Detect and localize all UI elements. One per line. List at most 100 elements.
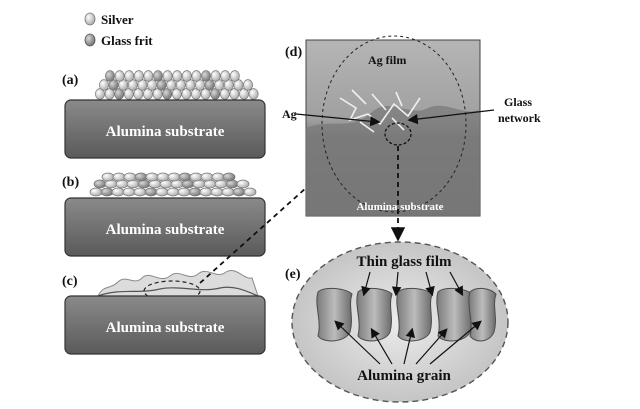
panel-d-ag-film-label: Ag film — [368, 53, 406, 67]
silver-particle — [122, 187, 136, 197]
glass-frit-particle — [201, 70, 211, 82]
silver-particle — [229, 70, 240, 82]
panel-a-substrate — [64, 99, 266, 159]
silver-particle — [181, 70, 192, 82]
panel-c-sintered-film — [97, 270, 259, 297]
silver-particle — [236, 179, 250, 189]
panel-d-interface — [306, 105, 480, 216]
panel-b: (b) Alumina substrate — [62, 172, 266, 257]
silver-particle — [133, 70, 144, 82]
panel-d-glass-label-line2: network — [498, 111, 541, 125]
panel-c: (c) Alumina substrate — [62, 270, 266, 355]
alumina-grain — [436, 287, 473, 342]
glass-frit-particle — [134, 172, 148, 182]
panel-b-substrate — [64, 197, 266, 257]
silver-particle — [111, 187, 125, 197]
glass-frit-particle — [232, 187, 246, 197]
thin-glass-film-pointer — [425, 271, 435, 297]
alumina-grain-pointer — [403, 327, 416, 365]
alumina-grain-pointer — [334, 320, 381, 365]
silver-particle — [123, 172, 137, 182]
glass-frit-particle — [93, 179, 107, 189]
alumina-grain-pointer — [370, 327, 393, 365]
panel-b-substrate-label: Alumina substrate — [106, 222, 225, 238]
silver-particle — [200, 172, 214, 182]
silver-particle — [221, 187, 235, 197]
silver-particle — [243, 187, 257, 197]
panel-d-view-circle — [321, 35, 467, 213]
silver-particle — [172, 70, 183, 82]
panel-c-substrate-label: Alumina substrate — [106, 320, 225, 336]
glass-frit-particle — [144, 187, 158, 197]
silver-particle — [114, 70, 125, 82]
panel-a: (a) Alumina substrate — [62, 70, 266, 159]
panel-d-tag: (d) — [285, 45, 302, 60]
alumina-grain — [356, 287, 393, 342]
silver-particle — [243, 79, 253, 91]
panel-a-particles — [95, 70, 259, 100]
silver-particle — [99, 79, 109, 91]
panel-e: (e) Thin glass film Alumina grain — [285, 241, 509, 403]
panel-c-tag: (c) — [62, 274, 78, 289]
silver-particle — [211, 172, 225, 182]
glass-frit-particle — [178, 172, 192, 182]
thin-glass-film-pointer — [391, 271, 402, 297]
panel-c-glass-layer — [97, 286, 259, 297]
silver-particle — [210, 187, 224, 197]
panel-a-tag: (a) — [62, 73, 79, 88]
silver-particle — [124, 70, 135, 82]
alumina-grain-pointer — [415, 328, 448, 365]
silver-legend-swatch — [84, 12, 96, 26]
panel-e-pointers — [334, 271, 482, 365]
silver-particle — [133, 187, 147, 197]
glass-frit-particle — [188, 187, 202, 197]
silver-legend-label: Silver — [101, 12, 134, 27]
panel-d-zoom-region — [384, 122, 412, 146]
glass-frit-particle — [153, 70, 163, 82]
silver-particle — [89, 187, 103, 197]
silver-particle — [162, 70, 173, 82]
glass-frit-particle — [105, 70, 115, 82]
silver-particle — [248, 88, 259, 100]
silver-particle — [167, 172, 181, 182]
panel-d-ag-label: Ag — [282, 107, 297, 121]
panel-a-substrate-label: Alumina substrate — [106, 124, 225, 140]
silver-particle — [199, 187, 213, 197]
panel-d-glass-label-line1: Glass — [504, 95, 532, 109]
glass-frit-legend-label: Glass frit — [101, 33, 153, 48]
panel-e-grains — [316, 287, 497, 342]
panel-e-tag: (e) — [285, 267, 301, 282]
silver-particle — [145, 172, 159, 182]
panel-d-glass-pointer — [407, 109, 495, 125]
silver-particle — [101, 172, 115, 182]
panel-d-substrate-label: Alumina substrate — [356, 201, 443, 213]
glass-frit-particle — [222, 172, 236, 182]
silver-particle — [191, 70, 202, 82]
silver-particle — [210, 70, 221, 82]
panel-b-particles — [89, 172, 257, 197]
silver-particle — [177, 187, 191, 197]
thin-glass-film-pointer — [361, 271, 371, 297]
silver-particle — [156, 172, 170, 182]
silver-particle — [166, 187, 180, 197]
panel-b-tag: (b) — [62, 175, 79, 190]
silver-particle — [220, 70, 231, 82]
thin-glass-film-pointer — [449, 271, 464, 297]
silver-particle — [112, 172, 126, 182]
panel-c-substrate — [64, 295, 266, 355]
alumina-grain-pointer — [429, 320, 482, 365]
panel-d-ag-pointer — [295, 113, 381, 127]
panel-e-alumina-grain-label: Alumina grain — [357, 368, 451, 384]
glass-frit-legend-swatch — [84, 33, 96, 47]
alumina-grain — [396, 287, 433, 342]
silver-particle — [189, 172, 203, 182]
glass-frit-particle — [100, 187, 114, 197]
arrow-c-to-d — [199, 167, 329, 284]
legend: Silver Glass frit — [84, 12, 153, 48]
panel-d: (d) Ag film Ag Glass network Alumina sub… — [282, 35, 541, 217]
alumina-grain — [468, 287, 497, 342]
silver-particle — [155, 187, 169, 197]
silver-particle — [143, 70, 154, 82]
